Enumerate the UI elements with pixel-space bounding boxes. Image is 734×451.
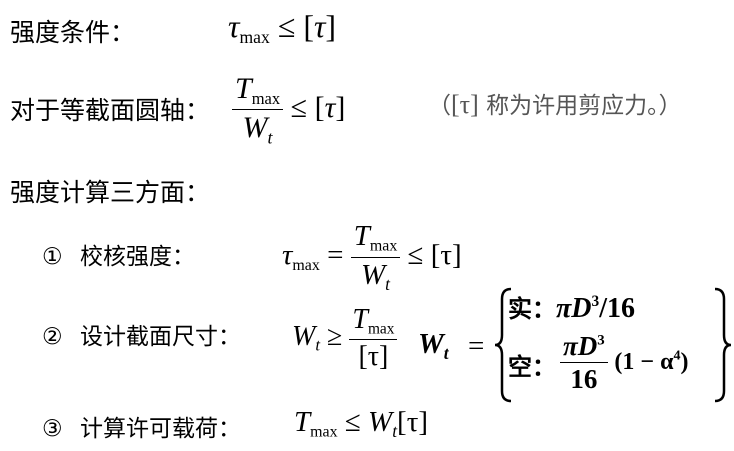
heading-strength-condition: 强度条件： <box>10 18 136 47</box>
item-label: 计算许可载荷： <box>79 416 241 442</box>
equals-sign: = <box>327 239 344 272</box>
leq-sign: ≤ <box>407 239 424 272</box>
list-item-allowable-load: ③ 计算许可载荷： <box>42 418 241 441</box>
item-marker: ① <box>42 244 63 270</box>
fraction-numerator: Tmax <box>349 306 398 340</box>
leq-sign: ≤ <box>344 406 361 438</box>
formula-uniform-shaft: Tmax Wt ≤ [τ] <box>232 74 345 147</box>
right-brace <box>714 287 732 403</box>
fraction-numerator: πD3 <box>560 333 608 363</box>
fraction-denominator: Wt <box>360 258 390 294</box>
left-bracket: [ <box>303 8 314 44</box>
formula-Wt-label: Wt <box>418 328 449 364</box>
fraction-T-over-W: Tmax Wt <box>232 74 284 148</box>
fraction-T-over-W: Tmax Wt <box>350 222 401 294</box>
formula-check-strength: τmax = Tmax Wt ≤ [τ] <box>282 220 462 294</box>
max-subscript: max <box>239 27 270 48</box>
right-bracket: ] <box>335 91 346 125</box>
heading-three-aspects: 强度计算三方面： <box>10 178 211 207</box>
equals-sign: = <box>468 330 485 362</box>
formula-design-section: Wt ≥ Tmax [τ] <box>292 306 398 372</box>
fraction-numerator: Tmax <box>350 222 401 258</box>
fraction-piD3-over-16: πD3 16 <box>560 333 608 393</box>
item-marker: ② <box>42 324 63 350</box>
list-item-design-section: ② 设计截面尺寸： <box>42 326 241 349</box>
left-bracket: [ <box>314 91 325 125</box>
item-label: 校核强度： <box>79 244 195 270</box>
item-marker: ③ <box>42 416 63 442</box>
solid-label: 实： <box>508 294 556 323</box>
tau-symbol: τ <box>228 8 240 44</box>
list-item-check-strength: ① 校核强度： <box>42 246 195 269</box>
formula-solid-shaft: 实：πD3/16 <box>508 292 635 324</box>
fraction-T-over-tau: Tmax [τ] <box>349 306 398 372</box>
item-label: 设计截面尺寸： <box>79 324 241 350</box>
heading-uniform-shaft: 对于等截面圆轴： <box>10 96 211 125</box>
formula-allowable-load: Tmax ≤ Wt[τ] <box>294 406 428 442</box>
left-brace <box>494 287 512 403</box>
formula-strength-condition: τmax ≤ [τ] <box>228 10 336 47</box>
fraction-denominator: [τ] <box>358 340 389 372</box>
note-allowable-shear-stress: （[τ] 称为许用剪应力。） <box>428 90 682 119</box>
hollow-label: 空： <box>508 353 556 381</box>
fraction-denominator: 16 <box>570 364 598 394</box>
tau-symbol: τ <box>313 8 326 44</box>
leq-sign: ≤ <box>277 8 296 44</box>
geq-sign: ≥ <box>327 320 343 352</box>
right-bracket: ] <box>325 8 337 44</box>
formula-hollow-shaft: πD3 16 (1 − α4) <box>560 333 688 393</box>
leq-sign: ≤ <box>290 91 308 125</box>
fraction-denominator: Wt <box>242 111 273 148</box>
fraction-numerator: Tmax <box>232 74 284 111</box>
